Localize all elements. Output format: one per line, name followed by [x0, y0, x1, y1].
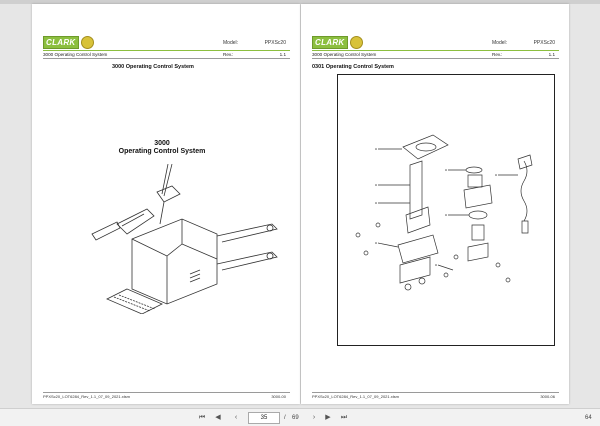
- header-rule-2: [312, 58, 559, 59]
- page-footer: PPXSc20_LOT6284_Rev_1.1_07_09_2021.xlsm …: [312, 392, 559, 400]
- rev-value: 1.1: [279, 52, 286, 57]
- section-title: 3000 Operating Control System: [312, 52, 377, 57]
- seal-icon: [81, 36, 94, 49]
- prev-arrow-icon[interactable]: ‹: [234, 414, 238, 421]
- clark-logo: CLARK: [43, 36, 79, 49]
- parts-drawing: [355, 134, 533, 291]
- footer-page-number: 3000-00: [271, 394, 286, 399]
- footer-rule: [312, 392, 559, 393]
- page-right: CLARK Model: PPXSc20 3000 Operating Cont…: [301, 4, 569, 404]
- pallet-truck-illustration: [91, 164, 278, 314]
- page-left: CLARK Model: PPXSc20 3000 Operating Cont…: [32, 4, 300, 404]
- page-heading: 0301 Operating Control System: [312, 64, 394, 70]
- footer-page-number: 3000-06: [540, 394, 555, 399]
- page-footer: PPXSc20_LOT6284_Rev_1.1_07_09_2021.xlsm …: [43, 392, 290, 400]
- model-label: Model:: [223, 40, 239, 46]
- header-rule: [43, 50, 290, 51]
- seal-icon: [350, 36, 363, 49]
- callout-number: 3000: [154, 140, 170, 147]
- rev-label: Rev.:: [492, 52, 503, 57]
- top-strip: [0, 0, 600, 4]
- first-page-icon[interactable]: ⏮: [198, 414, 206, 421]
- total-pages: 69: [292, 415, 299, 421]
- page-navigation-toolbar: ⏮ ◀ ‹ 35 / 69 › ▶ ⏭ 64: [0, 408, 600, 426]
- page-header: CLARK Model: PPXSc20 3000 Operating Cont…: [43, 36, 290, 59]
- header-rule-2: [43, 58, 290, 59]
- zoom-level[interactable]: 64: [585, 415, 592, 421]
- last-page-icon[interactable]: ⏭: [340, 414, 348, 421]
- model-value: PPXSc20: [264, 40, 286, 46]
- rev-label: Rev.:: [223, 52, 234, 57]
- next-page-icon[interactable]: ▶: [325, 414, 331, 421]
- footer-filename: PPXSc20_LOT6284_Rev_1.1_07_09_2021.xlsm: [312, 394, 399, 399]
- prev-page-icon[interactable]: ◀: [215, 414, 221, 421]
- exploded-parts-diagram: [337, 74, 555, 346]
- rev-value: 1.1: [548, 52, 555, 57]
- model-label: Model:: [492, 40, 508, 46]
- footer-filename: PPXSc20_LOT6284_Rev_1.1_07_09_2021.xlsm: [43, 394, 130, 399]
- illustration-callout: 3000 Operating Control System: [107, 140, 217, 156]
- callout-title: Operating Control System: [118, 148, 206, 155]
- model-value: PPXSc20: [533, 40, 555, 46]
- section-title: 3000 Operating Control System: [43, 52, 108, 57]
- page-number-input[interactable]: 35: [248, 412, 280, 424]
- next-arrow-icon[interactable]: ›: [312, 414, 316, 421]
- header-rule: [312, 50, 559, 51]
- page-heading: 3000 Operating Control System: [112, 64, 194, 70]
- footer-rule: [43, 392, 290, 393]
- page-header: CLARK Model: PPXSc20 3000 Operating Cont…: [312, 36, 559, 59]
- page-separator: /: [284, 415, 286, 421]
- clark-logo: CLARK: [312, 36, 348, 49]
